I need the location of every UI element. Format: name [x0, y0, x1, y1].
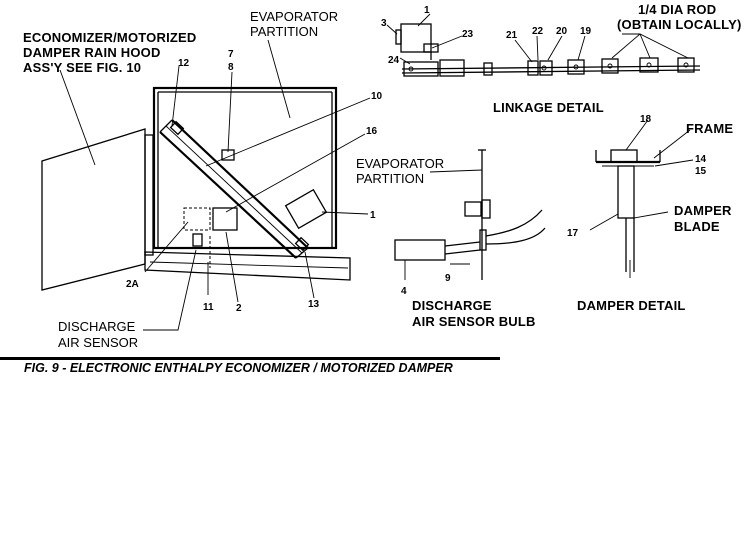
controller-2	[212, 207, 238, 231]
part-number: 15	[695, 166, 707, 177]
part-number: 4	[401, 286, 407, 297]
damper-detail	[589, 119, 694, 278]
part-number: 1	[424, 5, 430, 16]
part-number: 24	[388, 55, 400, 66]
damper-blade-label-2: BLADE	[674, 219, 720, 234]
part-number: 1	[370, 210, 376, 221]
main-assembly	[41, 86, 351, 291]
linkage-detail	[386, 13, 701, 77]
part-number: 22	[532, 26, 544, 37]
linkage-motor	[400, 23, 432, 53]
damper-detail-title: DAMPER DETAIL	[577, 298, 686, 313]
damper-blade	[617, 165, 635, 219]
part-number: 12	[178, 58, 190, 69]
part-number: 14	[695, 154, 707, 165]
discharge-air-sensor	[192, 233, 203, 247]
part-number: 13	[308, 299, 320, 310]
rod-label-1: 1/4 DIA ROD	[638, 2, 716, 17]
base-rail	[144, 251, 351, 281]
bulb-title-2: AIR SENSOR BULB	[412, 314, 536, 329]
part-number: 20	[556, 26, 568, 37]
text-labels: ECONOMIZER/MOTORIZED DAMPER RAIN HOOD AS…	[23, 2, 742, 375]
evap-partition-detail-label-1: EVAPORATOR	[356, 156, 444, 171]
part-number: 10	[371, 91, 383, 102]
part-number: 17	[567, 228, 579, 239]
part-number: 21	[506, 30, 518, 41]
part-number: 2A	[126, 279, 139, 290]
main-leaders	[59, 39, 371, 331]
part-number: 8	[228, 62, 234, 73]
sensor-bulb	[394, 239, 446, 261]
discharge-sensor-label-1: DISCHARGE	[58, 319, 136, 334]
discharge-sensor-label-2: AIR SENSOR	[58, 335, 138, 350]
evap-partition-detail-label-2: PARTITION	[356, 171, 424, 186]
figure-caption: FIG. 9 - ELECTRONIC ENTHALPY ECONOMIZER …	[24, 361, 453, 375]
caption-rule	[0, 357, 500, 360]
rain-hood-label-2: DAMPER RAIN HOOD	[23, 45, 161, 60]
enthalpy-sensor-2a	[183, 207, 211, 231]
damper-assembly	[159, 119, 310, 259]
actuator-motor	[284, 188, 328, 230]
evap-partition-label-2: PARTITION	[250, 24, 318, 39]
cabinet-frame	[152, 86, 338, 250]
part-number: 2	[236, 303, 242, 314]
part-number: 11	[203, 302, 214, 313]
rain-hood-label-3: ASS'Y SEE FIG. 10	[23, 60, 141, 75]
part-number: 7	[228, 49, 234, 60]
part-number: 3	[381, 18, 387, 29]
part-number: 19	[580, 26, 592, 37]
part-number: 23	[462, 29, 474, 40]
bulb-title-1: DISCHARGE	[412, 298, 492, 313]
part-number: 9	[445, 273, 451, 284]
rod-label-2: (OBTAIN LOCALLY)	[617, 17, 742, 32]
linkage-title: LINKAGE DETAIL	[493, 100, 604, 115]
frame-label: FRAME	[686, 121, 733, 136]
part-numbers: 1 3 23 24 21 22 20 19 12 7 8 10 16 1 2A …	[126, 5, 707, 314]
part-number: 16	[366, 126, 378, 137]
damper-blade-label-1: DAMPER	[674, 203, 732, 218]
evap-partition-label-1: EVAPORATOR	[250, 9, 338, 24]
part-number: 18	[640, 114, 652, 125]
rain-hood-label-1: ECONOMIZER/MOTORIZED	[23, 30, 196, 45]
rain-hood	[41, 128, 146, 291]
bulb-detail	[394, 149, 546, 280]
